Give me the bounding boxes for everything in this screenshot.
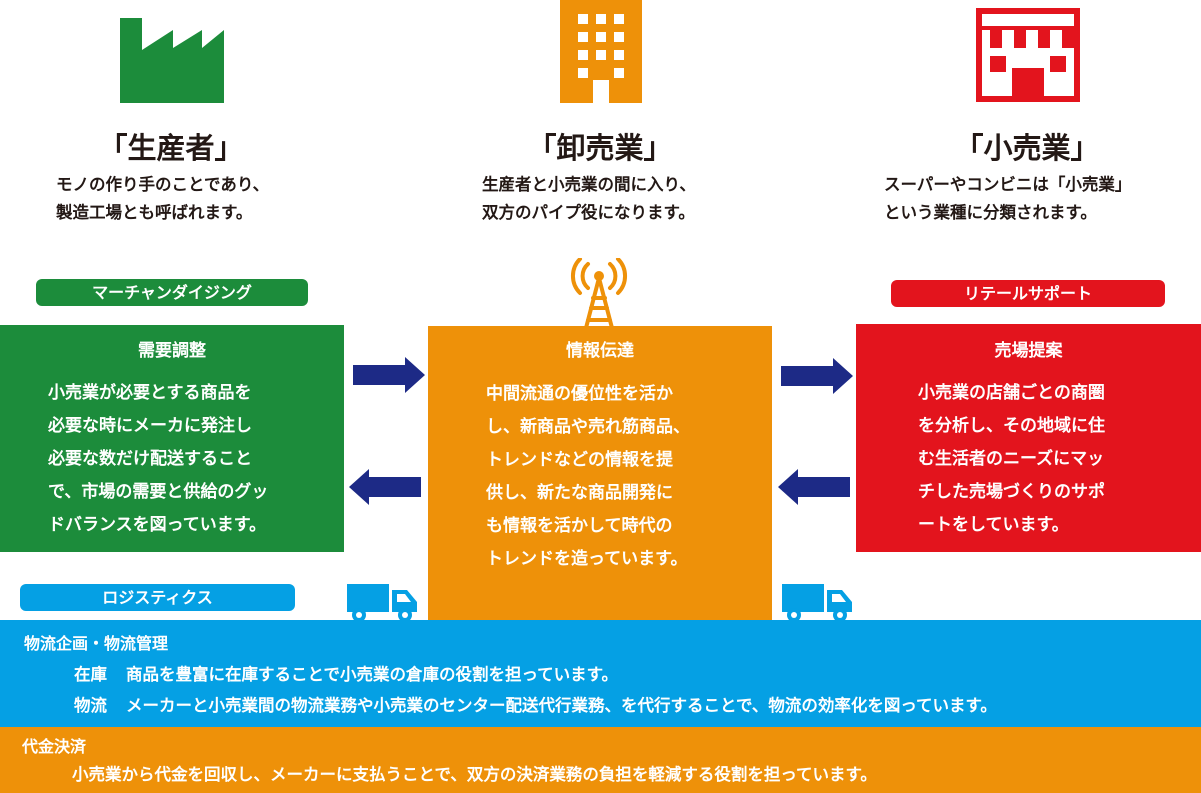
wholesale-title: 「卸売業」 [527,131,673,165]
demand-box: 需要調整 小売業が必要とする商品を 必要な時にメーカに発注し 必要な数だけ配送す… [0,325,344,552]
wholesale-description: 生産者と小売業の間に入り、 双方のパイプ役になります。 [482,175,696,222]
settlement-band: 代金決済 小売業から代金を回収し、メーカーに支払うことで、双方の決済業務の負担を… [0,727,1201,793]
demand-box-title: 需要調整 [138,341,206,361]
truck-icon [347,584,417,622]
info-box-title: 情報伝達 [566,341,634,361]
settlement-band-text: 小売業から代金を回収し、メーカーに支払うことで、双方の決済業務の負担を軽減する役… [72,765,877,784]
arrow-left-icon [349,469,421,505]
factory-icon [120,18,224,103]
office-building-icon [560,0,642,103]
radio-tower-icon [570,258,628,328]
truck-icon [782,584,852,622]
retail-description: スーパーやコンビニは「小売業」 という業種に分類されます。 [884,175,1132,222]
demand-box-body: 小売業が必要とする商品を 必要な時にメーカに発注し 必要な数だけ配送すること で… [48,383,269,535]
info-box: 情報伝達 中間流通の優位性を活か し、新商品や売れ筋商品、 トレンドなどの情報を… [428,326,772,626]
merchandising-label: マーチャンダイジング [36,279,308,306]
retail-support-label: リテールサポート [891,280,1165,307]
logistics-row: 在庫商品を豊富に在庫することで小売業の倉庫の役割を担っています。 [74,665,619,684]
arrow-right-icon [781,358,853,394]
logistics-label: ロジスティクス [20,584,295,611]
logistics-row: 物流メーカーと小売業間の物流業務や小売業のセンター配送代行業務、を代行することで… [74,696,997,715]
producer-title: 「生産者」 [98,131,244,165]
producer-description: モノの作り手のことであり、 製造工場とも呼ばれます。 [56,175,270,222]
settlement-band-title: 代金決済 [22,737,87,756]
logistics-band-title: 物流企画・物流管理 [24,634,169,653]
info-box-body: 中間流通の優位性を活か し、新商品や売れ筋商品、 トレンドなどの情報を提 供し、… [486,384,690,569]
arrow-left-icon [778,469,850,505]
storefront-icon [976,8,1080,102]
retail-title: 「小売業」 [954,131,1100,165]
arrow-right-icon [353,357,425,393]
sales-box-body: 小売業の店舗ごとの商圏 を分析し、その地域に住 む生活者のニーズにマッ チした売… [918,383,1105,535]
logistics-band: 物流企画・物流管理 在庫商品を豊富に在庫することで小売業の倉庫の役割を担っていま… [0,620,1201,727]
sales-box: 売場提案 小売業の店舗ごとの商圏 を分析し、その地域に住 む生活者のニーズにマッ… [856,324,1201,552]
sales-box-title: 売場提案 [994,341,1063,361]
